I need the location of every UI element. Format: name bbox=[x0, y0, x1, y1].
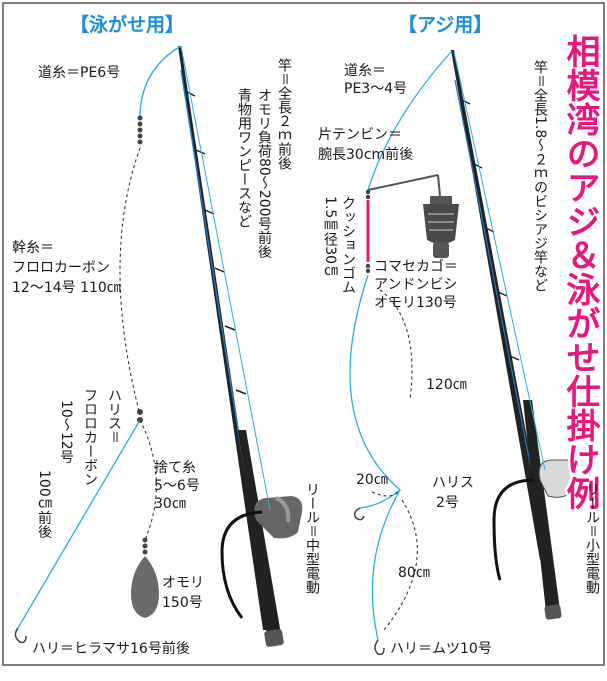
right-spreader-label-2: 腕長30cm前後 bbox=[318, 147, 414, 163]
left-reel-label: リール＝中型電動 bbox=[304, 482, 320, 594]
right-leader-label-2: 2号 bbox=[436, 495, 459, 511]
left-sinker-label-1: オモリ bbox=[162, 575, 204, 591]
left-leader-label-2: フロロカーボン bbox=[82, 388, 98, 486]
right-basket-label-3: オモリ130号 bbox=[374, 295, 457, 311]
left-sinker bbox=[131, 556, 159, 618]
left-main-line-label: 道糸＝PE6号 bbox=[38, 65, 121, 81]
left-hook bbox=[14, 627, 27, 644]
right-main-line-label-2: PE3～4号 bbox=[344, 81, 408, 97]
right-hook-label: ハリ＝ムツ10号 bbox=[390, 641, 492, 657]
right-basket bbox=[423, 196, 459, 258]
right-swivel-bottom bbox=[365, 263, 371, 274]
right-rod-grip bbox=[523, 400, 560, 612]
right-cushion-label-2: クッションゴム bbox=[340, 196, 356, 294]
diagram-frame bbox=[2, 2, 605, 666]
left-lower-swivel bbox=[142, 537, 148, 555]
left-hook-label: ハリ＝ヒラマサ16号前後 bbox=[32, 641, 190, 657]
right-reel-drawing bbox=[492, 459, 577, 581]
left-rod-spec-1: 竿＝全長２ｍ前後 bbox=[276, 58, 292, 170]
right-len-120-label: 120㎝ bbox=[426, 377, 467, 393]
right-swivel-top bbox=[365, 189, 371, 200]
right-reel-label: リール＝小型電動 bbox=[584, 482, 600, 594]
left-rod-spec-2: オモリ負荷80～200号前後 bbox=[256, 88, 272, 259]
right-rig-header: 【アジ用】 bbox=[398, 14, 493, 36]
right-dim-80 bbox=[383, 499, 418, 631]
left-leader-line bbox=[17, 419, 141, 629]
right-mid-hook-line bbox=[359, 489, 401, 509]
right-spreader-arm bbox=[367, 174, 441, 197]
right-basket-label-1: コマセカゴ＝ bbox=[374, 259, 458, 275]
right-spreader-label-1: 片テンビン＝ bbox=[318, 127, 402, 143]
right-dim-120 bbox=[379, 289, 413, 401]
right-leader-label-1: ハリス bbox=[432, 475, 474, 491]
left-top-swivel bbox=[137, 115, 143, 145]
left-line-to-reel bbox=[180, 45, 271, 511]
right-rod-spec: 竿＝全長1.8～２ｍのビシアジ竿など bbox=[532, 60, 548, 293]
left-rig-header: 【泳がせ用】 bbox=[70, 14, 185, 36]
right-basket-label-2: アンドンビシ bbox=[374, 277, 458, 293]
right-rod-butt-cap bbox=[544, 604, 562, 620]
right-dim-20 bbox=[371, 491, 399, 497]
right-main-line-label-1: 道糸＝ bbox=[344, 63, 386, 79]
right-rod-blank bbox=[451, 50, 550, 560]
left-rod-guides bbox=[186, 91, 247, 395]
left-reel-drawing bbox=[220, 496, 303, 619]
left-rod-spec-3: 青物用ワンピースなど bbox=[236, 88, 252, 228]
left-main-line bbox=[139, 45, 182, 119]
left-rod-butt-cap bbox=[264, 629, 284, 647]
left-drop-label-2: 5～6号 bbox=[154, 478, 200, 494]
right-main-line bbox=[367, 51, 452, 191]
left-leader-label-3: 10～12号 bbox=[58, 400, 74, 464]
right-mid-hook bbox=[353, 507, 365, 521]
right-line-to-reel bbox=[453, 51, 546, 471]
left-trunk-label-1: 幹糸＝ bbox=[12, 240, 54, 256]
left-drop-line bbox=[139, 419, 157, 541]
right-leader-line bbox=[349, 274, 401, 641]
left-drop-label-1: 捨て糸 bbox=[154, 460, 196, 476]
left-rod-grip bbox=[238, 430, 282, 642]
left-trunk-label-2: フロロカーボン bbox=[12, 260, 110, 276]
left-leader-label-1: ハリス＝ bbox=[106, 388, 122, 444]
left-trunk-label-3: 12～14号 110㎝ bbox=[12, 280, 121, 296]
left-sinker-label-2: 150号 bbox=[162, 595, 203, 611]
left-leader-label-4: 100㎝前後 bbox=[36, 470, 52, 539]
right-len-20-label: 20㎝ bbox=[356, 472, 388, 488]
right-bottom-hook bbox=[374, 639, 385, 656]
left-drop-label-3: 30㎝ bbox=[154, 496, 186, 512]
right-cushion-label-1: 1.5㎜径30㎝ bbox=[322, 196, 338, 279]
right-len-80-label: 80㎝ bbox=[398, 565, 430, 581]
left-trunk-line bbox=[119, 147, 141, 416]
page-title: 相模湾のアジ＆泳がせ仕掛け例 bbox=[560, 34, 600, 510]
